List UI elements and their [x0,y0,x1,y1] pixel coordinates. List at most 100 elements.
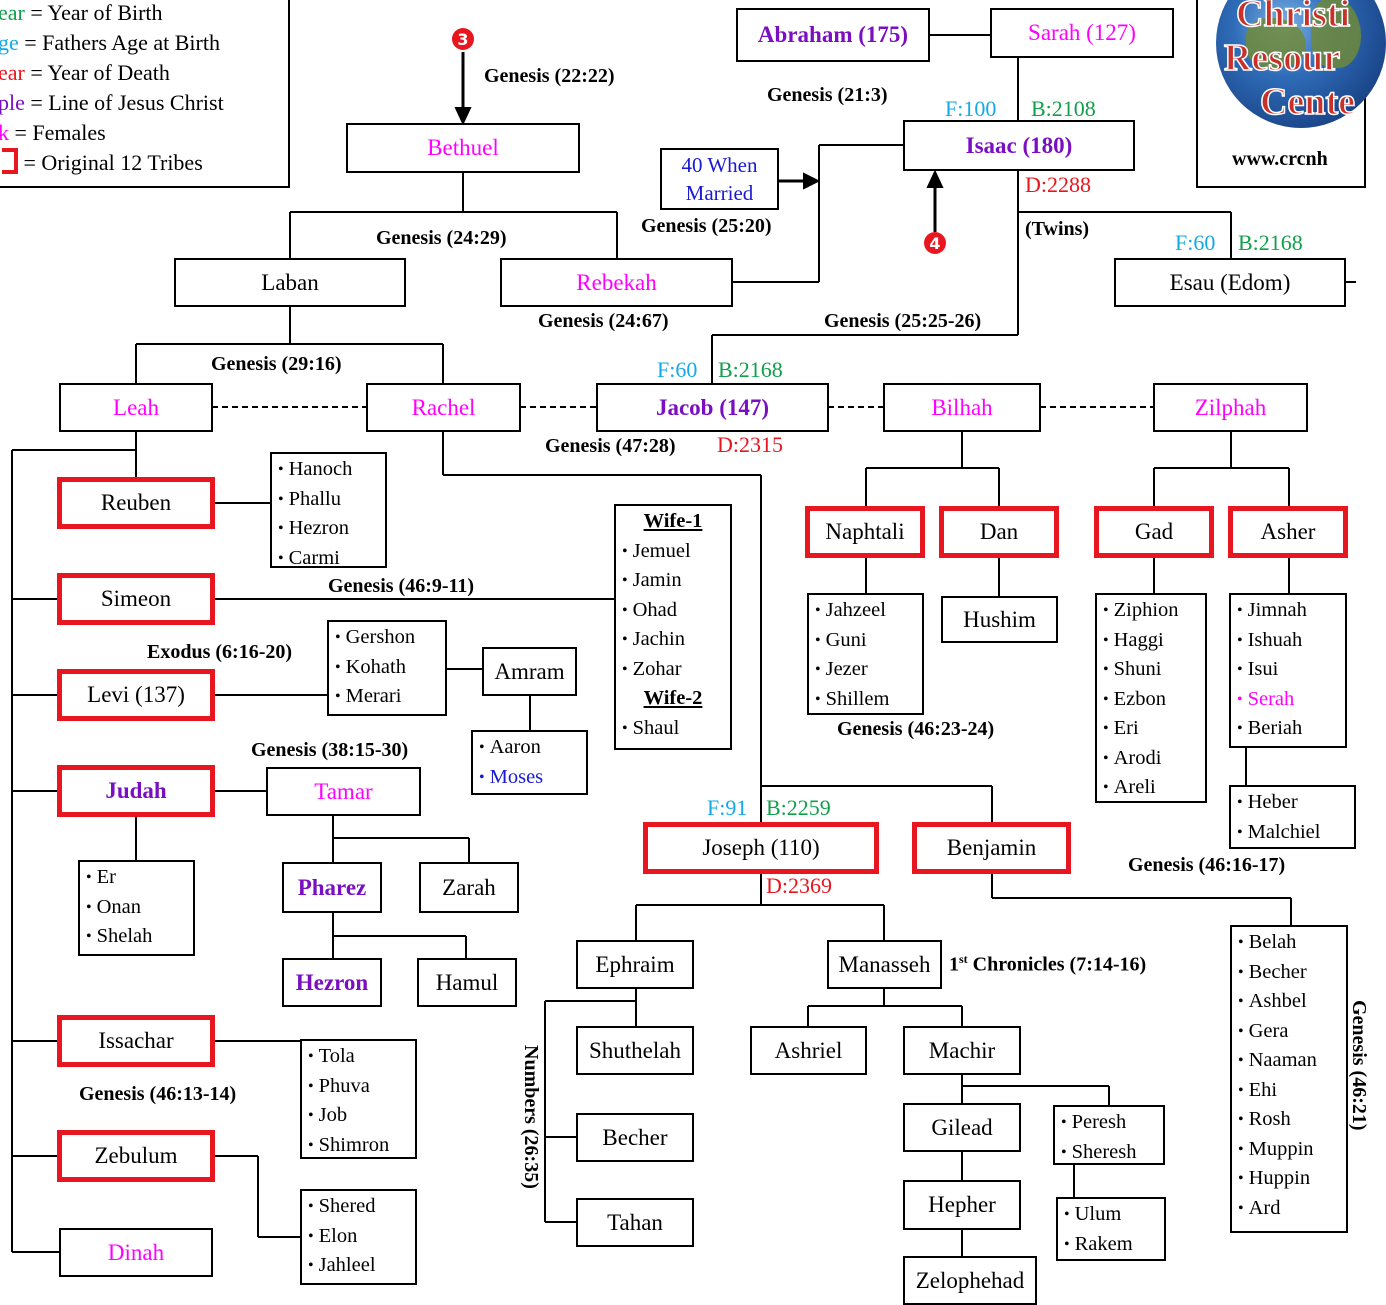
list-item: Tola [308,1042,409,1072]
list-item: Job [308,1101,409,1131]
list-machir-sons: Peresh Sheresh [1053,1105,1165,1165]
list-item: Serah [1237,685,1339,715]
list-item: Onan [86,893,187,923]
person-jacob: Jacob (147) [596,383,829,432]
list-item: Hezron [278,514,379,544]
list-item: Sheresh [1061,1138,1157,1168]
list-item: Ohad [622,596,724,626]
person-hezron: Hezron [282,958,382,1007]
list-item: Jamin [622,566,724,596]
logo-url: www.crcnh [1232,148,1328,170]
tribe-judah: Judah [57,765,215,817]
person-bethuel: Bethuel [346,123,580,173]
note-40-when-married: 40 When Married [660,148,779,210]
list-item: Elon [308,1222,409,1252]
person-pharez: Pharez [282,862,382,913]
person-gilead: Gilead [903,1103,1021,1152]
list-item: Guni [815,626,916,656]
list-item: Ziphion [1103,596,1199,626]
person-amram: Amram [482,647,577,696]
tribe-joseph: Joseph (110) [643,822,879,874]
list-item: Ezbon [1103,685,1199,715]
list-item: Shillem [815,685,916,715]
esau-father-age: F:60 [1175,230,1216,255]
tribe-zebulum: Zebulum [57,1130,215,1182]
tribe-issachar: Issachar [57,1015,215,1067]
logo-line-1: Christi [1235,0,1351,36]
person-laban: Laban [174,258,406,307]
list-item: Carmi [278,544,379,574]
list-item: Er [86,863,187,893]
legend-row-birth: ear = Year of Birth [0,0,163,25]
ref-genesis-21-3: Genesis (21:3) [767,84,888,106]
person-machir: Machir [903,1026,1021,1075]
genealogy-chart: ear = Year of Birth ge = Fathers Age at … [0,0,1356,1301]
list-item: Jemuel [622,537,724,567]
list-item: Jahzeel [815,596,916,626]
list-item: Rakem [1064,1230,1158,1260]
list-beriah-sons: Heber Malchiel [1229,785,1356,849]
list-judah-sons: Er Onan Shelah [78,860,195,956]
list-item: Phallu [278,485,379,515]
wife-2-heading: Wife-2 [643,687,703,709]
person-abraham: Abraham (175) [736,8,930,62]
list-asher-sons: Jimnah Ishuah Isui Serah Beriah [1229,593,1347,748]
list-item: Jahleel [308,1251,409,1281]
ref-genesis-46-16: Genesis (46:16-17) [1128,854,1286,876]
person-hushim: Hushim [941,596,1058,643]
esau-birth: B:2168 [1238,230,1303,255]
jacob-birth: B:2168 [718,357,783,382]
jacob-death: D:2315 [717,432,783,457]
tribe-swatch [2,148,18,174]
list-item: Phuva [308,1072,409,1102]
person-rebekah: Rebekah [500,258,733,307]
ref-genesis-24-67: Genesis (24:67) [538,310,669,332]
ref-exodus-6-16: Exodus (6:16-20) [147,641,293,663]
tribe-simeon: Simeon [57,573,215,625]
list-item: Shaul [622,714,724,744]
ref-genesis-38-15: Genesis (38:15-30) [251,739,409,761]
person-isaac: Isaac (180) [903,120,1135,171]
legend-row-females: k = Females [0,120,106,145]
list-issachar-sons: Tola Phuva Job Shimron [300,1039,417,1159]
list-simeon-sons: Wife-1 Jemuel Jamin Ohad Jachin Zohar Wi… [614,504,732,750]
ref-genesis-47-28: Genesis (47:28) [545,435,676,457]
list-item: Huppin [1238,1164,1340,1194]
person-leah: Leah [59,383,213,432]
joseph-father-age: F:91 [707,795,748,820]
list-zebulum-sons: Shered Elon Jahleel [300,1189,417,1285]
person-shuthelah: Shuthelah [576,1026,694,1075]
person-bilhah: Bilhah [883,383,1041,432]
tribe-dan: Dan [939,506,1059,558]
tribe-gad: Gad [1094,506,1214,558]
jacob-father-age: F:60 [657,357,698,382]
list-item: Heber [1237,788,1348,818]
list-item: Jimnah [1237,596,1339,626]
legend-row-christ-line: ple = Line of Jesus Christ [0,90,224,115]
person-esau: Esau (Edom) [1114,258,1346,307]
ref-genesis-25-25: Genesis (25:25-26) [824,310,982,332]
list-item: Shimron [308,1131,409,1161]
person-zilphah: Zilphah [1153,383,1308,432]
person-ephraim: Ephraim [576,940,694,989]
list-item: Ulum [1064,1200,1158,1230]
isaac-father-age: F:100 [945,96,997,121]
tribe-levi: Levi (137) [57,669,215,721]
list-item: Haggi [1103,626,1199,656]
ref-genesis-29-16: Genesis (29:16) [211,353,342,375]
list-item: Beriah [1237,714,1339,744]
logo-line-2: Resour [1223,36,1341,80]
badge-3: 3 [452,28,474,50]
legend-row-death: ear = Year of Death [0,60,170,85]
person-hepher: Hepher [903,1180,1021,1230]
list-reuben-sons: Hanoch Phallu Hezron Carmi [270,452,387,569]
list-levi-sons: Gershon Kohath Merari [327,620,447,716]
ref-genesis-25-20: Genesis (25:20) [641,215,772,237]
isaac-birth: B:2108 [1031,96,1096,121]
list-item: Arodi [1103,744,1199,774]
tribe-reuben: Reuben [57,477,215,529]
ref-genesis-46-9: Genesis (46:9-11) [328,575,475,597]
list-item: Becher [1238,958,1340,988]
logo: Christi Resour Cente www.crcnh [1196,0,1386,188]
list-item: Ashbel [1238,987,1340,1017]
